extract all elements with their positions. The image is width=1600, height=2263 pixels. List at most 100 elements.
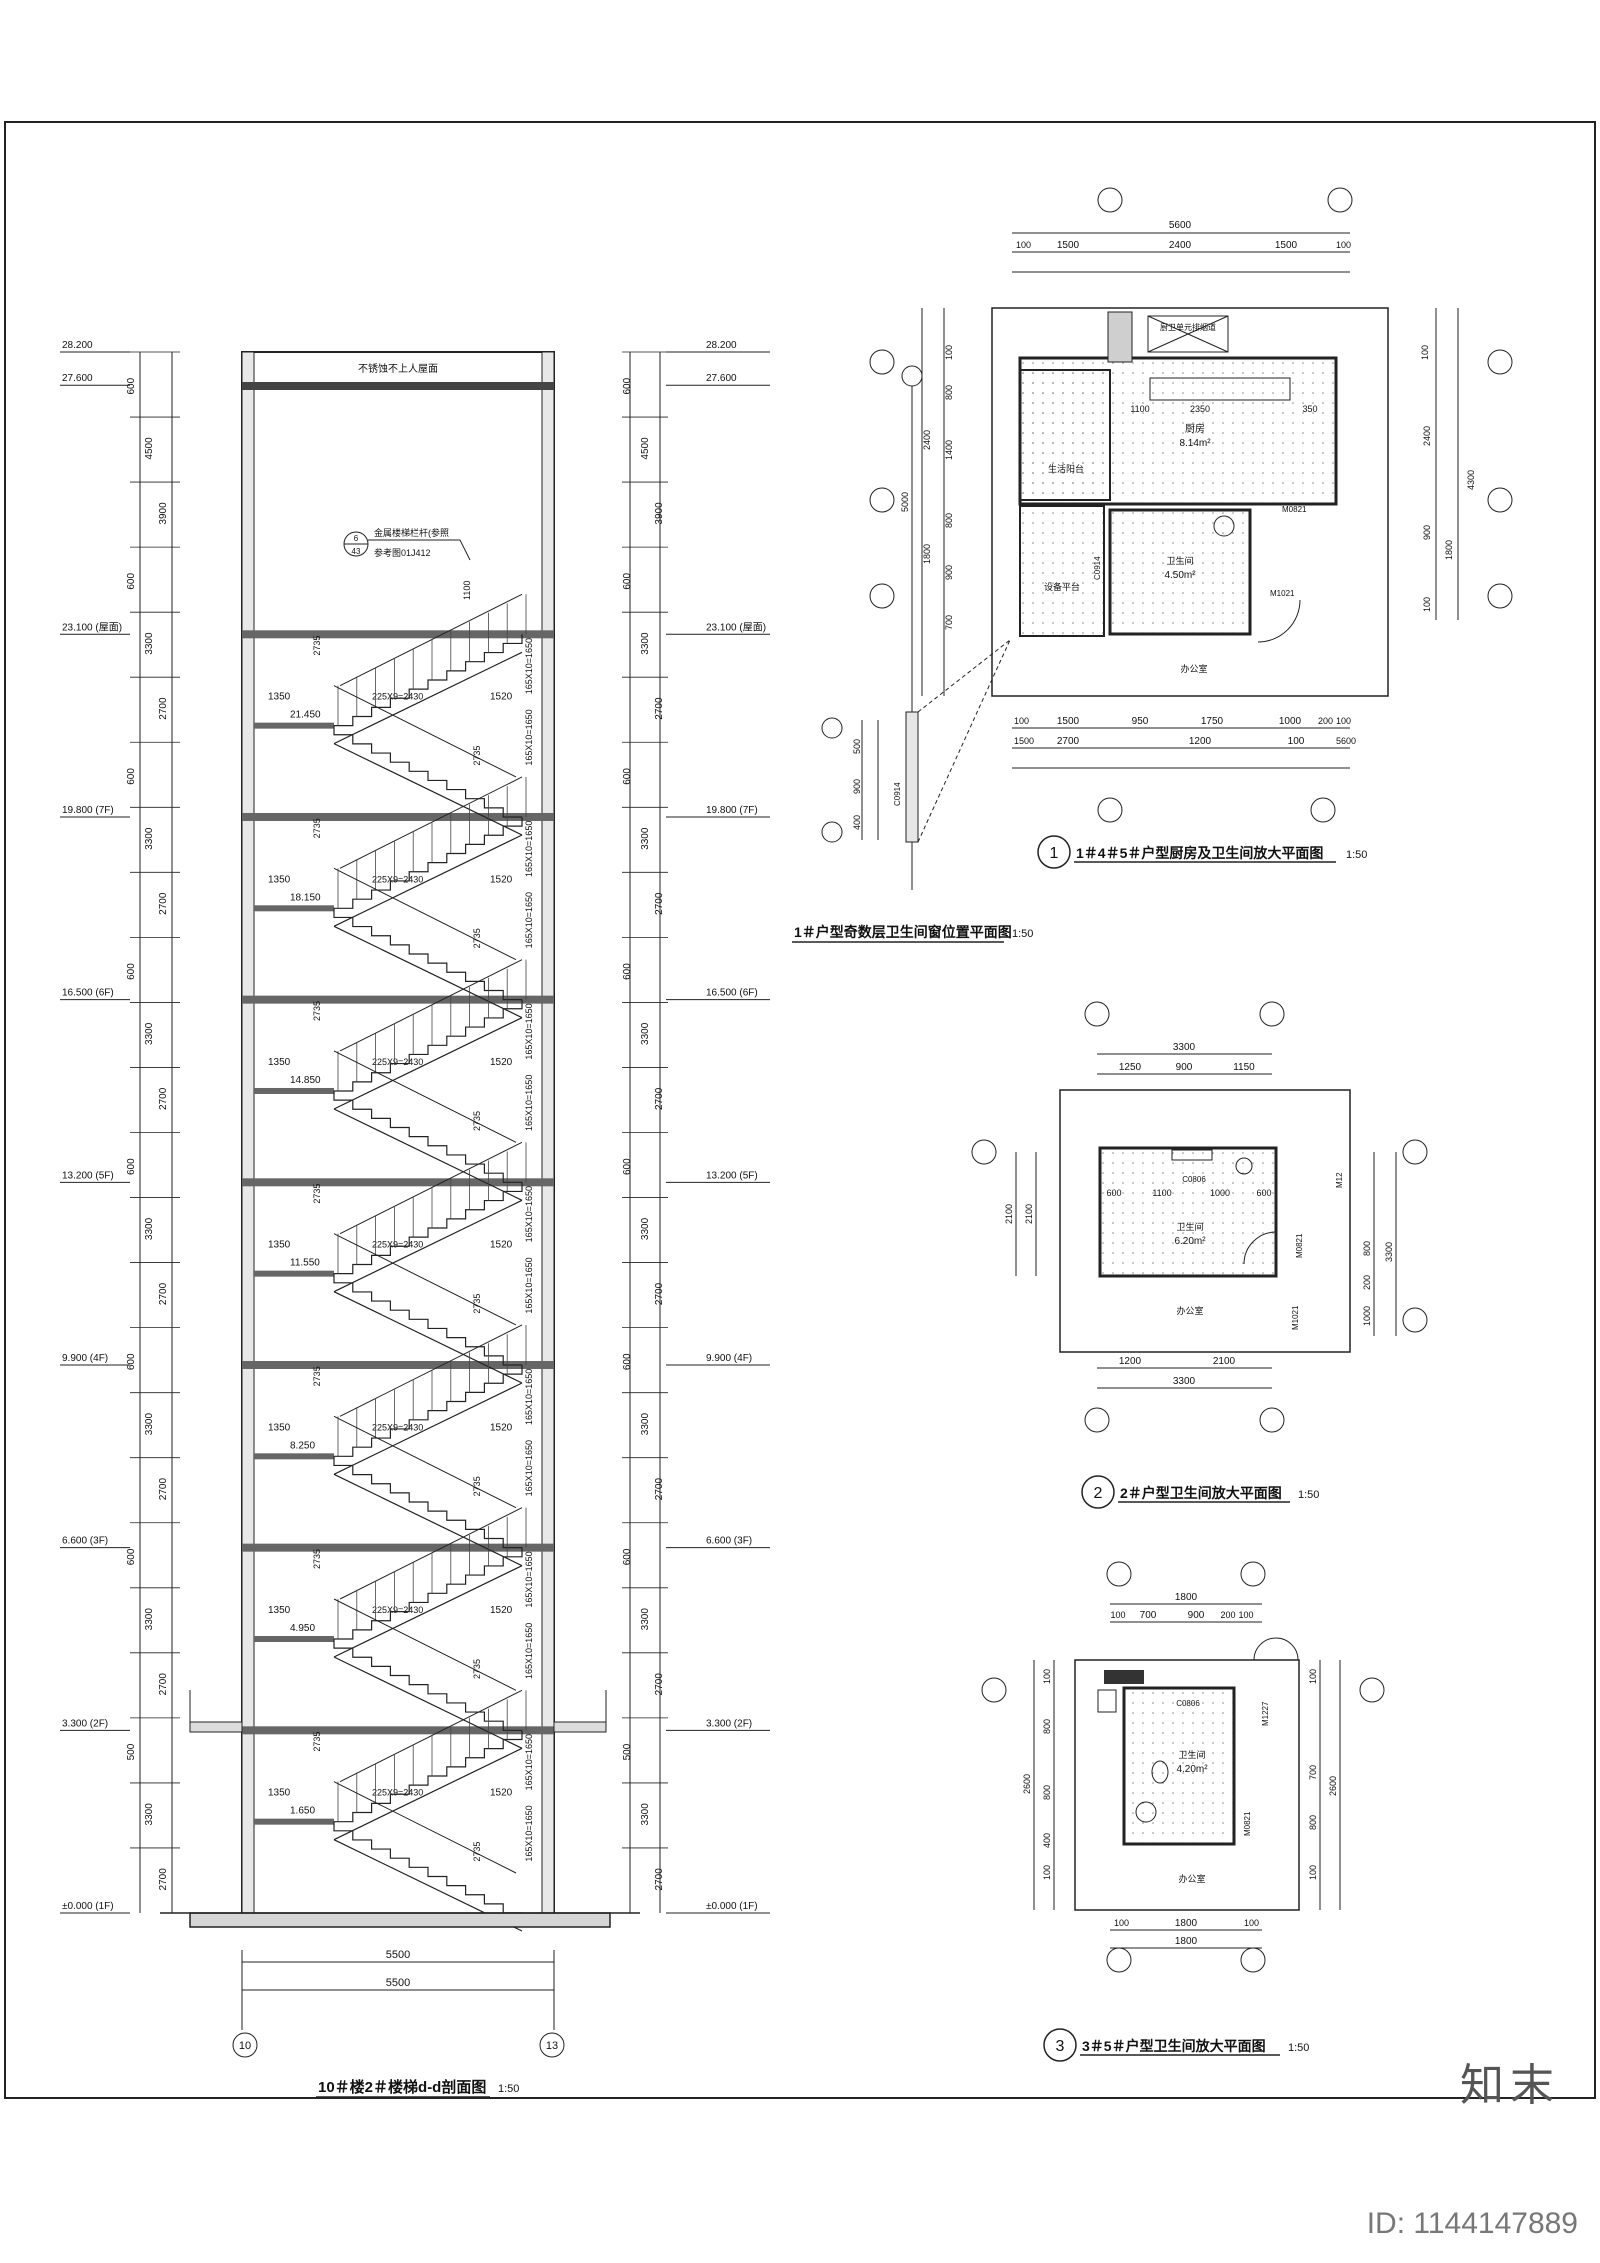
plan1-right-dim-1: 2400 (1422, 426, 1432, 446)
flight-soffit (333, 834, 523, 927)
plan2-note-m1021: M1021 (1291, 1305, 1300, 1330)
sheet-border (4, 121, 1596, 2099)
plan2-note-c0806: C0806 (1182, 1175, 1206, 1184)
landing-width-label: 1350 (268, 1240, 291, 1251)
plan1-top-dim-3: 2400 (1169, 240, 1192, 251)
plan1-top-dim-4: 1500 (1275, 240, 1298, 251)
right-wall-hatch (541, 351, 555, 1921)
plan-2-bathroom: 3300 1250 900 1150 600 1100 1000 600 卫生间… (971, 1001, 1428, 1509)
handrail (333, 1781, 517, 1874)
plan2-right-dim-1: 800 (1362, 1241, 1372, 1256)
right-dimension-chains: 6004500390060033002700600330027006003300… (622, 351, 668, 1913)
landing-width-label: 1350 (268, 1057, 291, 1068)
stair-flight-down (333, 1090, 522, 1183)
plan3-right-dim-3: 800 (1308, 1815, 1318, 1830)
plan2-inner-dim-2: 1000 (1210, 1188, 1230, 1198)
flight-soffit (333, 1747, 523, 1841)
plan1b-axis-2 (821, 821, 843, 843)
plan1-axis-right-2 (1487, 487, 1513, 513)
flight-length-label: 2735 (472, 1294, 482, 1314)
handrail (333, 1233, 517, 1326)
flight-length-label: 2735 (312, 1366, 322, 1386)
landing-slab (254, 1818, 334, 1825)
plan1-bottom-dim-5: 200 (1318, 716, 1333, 726)
landing-label: 14.850 (290, 1075, 321, 1086)
plan1-room-equipment: 设备平台 (1044, 581, 1080, 592)
plan1-bottom-dim-4: 1000 (1279, 716, 1302, 727)
stair-flight-up (334, 1730, 523, 1823)
plan3-right-dim-0: 100 (1308, 1669, 1318, 1684)
plan2-axis-left (971, 1139, 997, 1165)
plan2-scale: 1:50 (1298, 1489, 1319, 1501)
axis-13-bubble (539, 2032, 565, 2058)
stair-flight-up (334, 1182, 523, 1275)
landing-label: 11.550 (290, 1258, 320, 1269)
plan1-bottom-dim-8: 2700 (1057, 736, 1080, 747)
plan1-axis-bottom-a (1097, 797, 1123, 823)
plan2-number: 2 (1094, 1485, 1103, 1502)
level-tag-right: 3.300 (2F) (706, 1718, 752, 1729)
level-tag-right: 19.800 (7F) (706, 805, 758, 816)
plan1-bottom-dim-0: 100 (1014, 716, 1029, 726)
left-dim-text: 3300 (144, 1413, 155, 1436)
plan2-outline (1059, 1089, 1351, 1353)
section-title: 10＃楼2＃楼梯d-d剖面图 (318, 2078, 486, 2096)
landing-label: 4.950 (290, 1623, 315, 1634)
plan2-number-bubble (1081, 1475, 1115, 1509)
left-wall-hatch (241, 351, 255, 1921)
plan3-bottom-dim-1: 1800 (1175, 1918, 1198, 1929)
level-tag-right: 6.600 (3F) (706, 1536, 752, 1547)
plan2-top-dim-3: 1150 (1233, 1062, 1255, 1073)
floor-slab (242, 1178, 554, 1187)
plan1-axis-top-right (1327, 187, 1353, 213)
landing-slab (254, 722, 334, 729)
landing-slab (254, 1270, 334, 1277)
right-dim-text: 2700 (654, 892, 665, 915)
axis-13-label: 13 (546, 2040, 558, 2052)
tread-label: 225X9=2430 (372, 1605, 423, 1615)
plan1-left-dim-2: 2400 (922, 430, 932, 450)
right-dim-text: 2700 (654, 1673, 665, 1696)
left-dim-text: 600 (126, 377, 137, 394)
flight-rise-label: 165X10=1650 (524, 1075, 534, 1131)
plan1-scale: 1:50 (1346, 849, 1367, 861)
landing-slab (254, 1087, 334, 1094)
plan1-left-dim-6: 1800 (922, 544, 932, 564)
plan1-note-1100: 1100 (1130, 404, 1149, 414)
plan1-top-dim-5: 100 (1336, 240, 1351, 250)
level-tag-right: 27.600 (706, 373, 737, 384)
flight-length-label: 2735 (472, 1659, 482, 1679)
plan1-note-c0914: C0914 (1093, 556, 1102, 580)
handrail (339, 776, 523, 869)
plan1b-scale: 1:50 (1012, 928, 1033, 940)
plan3-top-dim-3: 900 (1188, 1610, 1205, 1621)
plan1b-axis-top (901, 365, 923, 387)
flight-length-label: 2735 (312, 1732, 322, 1752)
plan3-title: 3＃5＃户型卫生间放大平面图 (1082, 2038, 1266, 2054)
axis-10-bubble (232, 2032, 258, 2058)
plan1-flue (1147, 315, 1229, 353)
landing-slab (254, 1453, 334, 1460)
plan1-axis-right-3 (1487, 583, 1513, 609)
plan1-counter (1149, 377, 1291, 401)
left-dim-text: 3300 (144, 1022, 155, 1045)
plan1-right-dim-5: 100 (1422, 597, 1432, 612)
landing-width-label: 1520 (490, 1240, 513, 1251)
plan2-right-dim-0: 1000 (1362, 1306, 1372, 1326)
plan3-room-bath-area: 4.20m² (1176, 1764, 1208, 1775)
plan1b-wall (905, 711, 919, 843)
right-dim-text: 2700 (654, 697, 665, 720)
stair-flight-down (333, 1273, 522, 1366)
landing-label: 1.650 (290, 1806, 315, 1817)
plan2-top-overall: 3300 (1173, 1042, 1196, 1053)
plan3-left-dim-5: 100 (1042, 1865, 1052, 1880)
landing-label: 21.450 (290, 710, 321, 721)
level-tag-right: 13.200 (5F) (706, 1170, 758, 1181)
plan1b-axis-1 (821, 717, 843, 739)
plan1-bottom-dim-6: 100 (1336, 716, 1351, 726)
plan1b-dim-1: 900 (852, 779, 862, 794)
landing-slab (254, 905, 334, 912)
plan1-right-dim-0: 100 (1420, 345, 1430, 360)
plan1-left-dim-5: 800 (944, 513, 954, 528)
plan1-number: 1 (1050, 845, 1059, 862)
